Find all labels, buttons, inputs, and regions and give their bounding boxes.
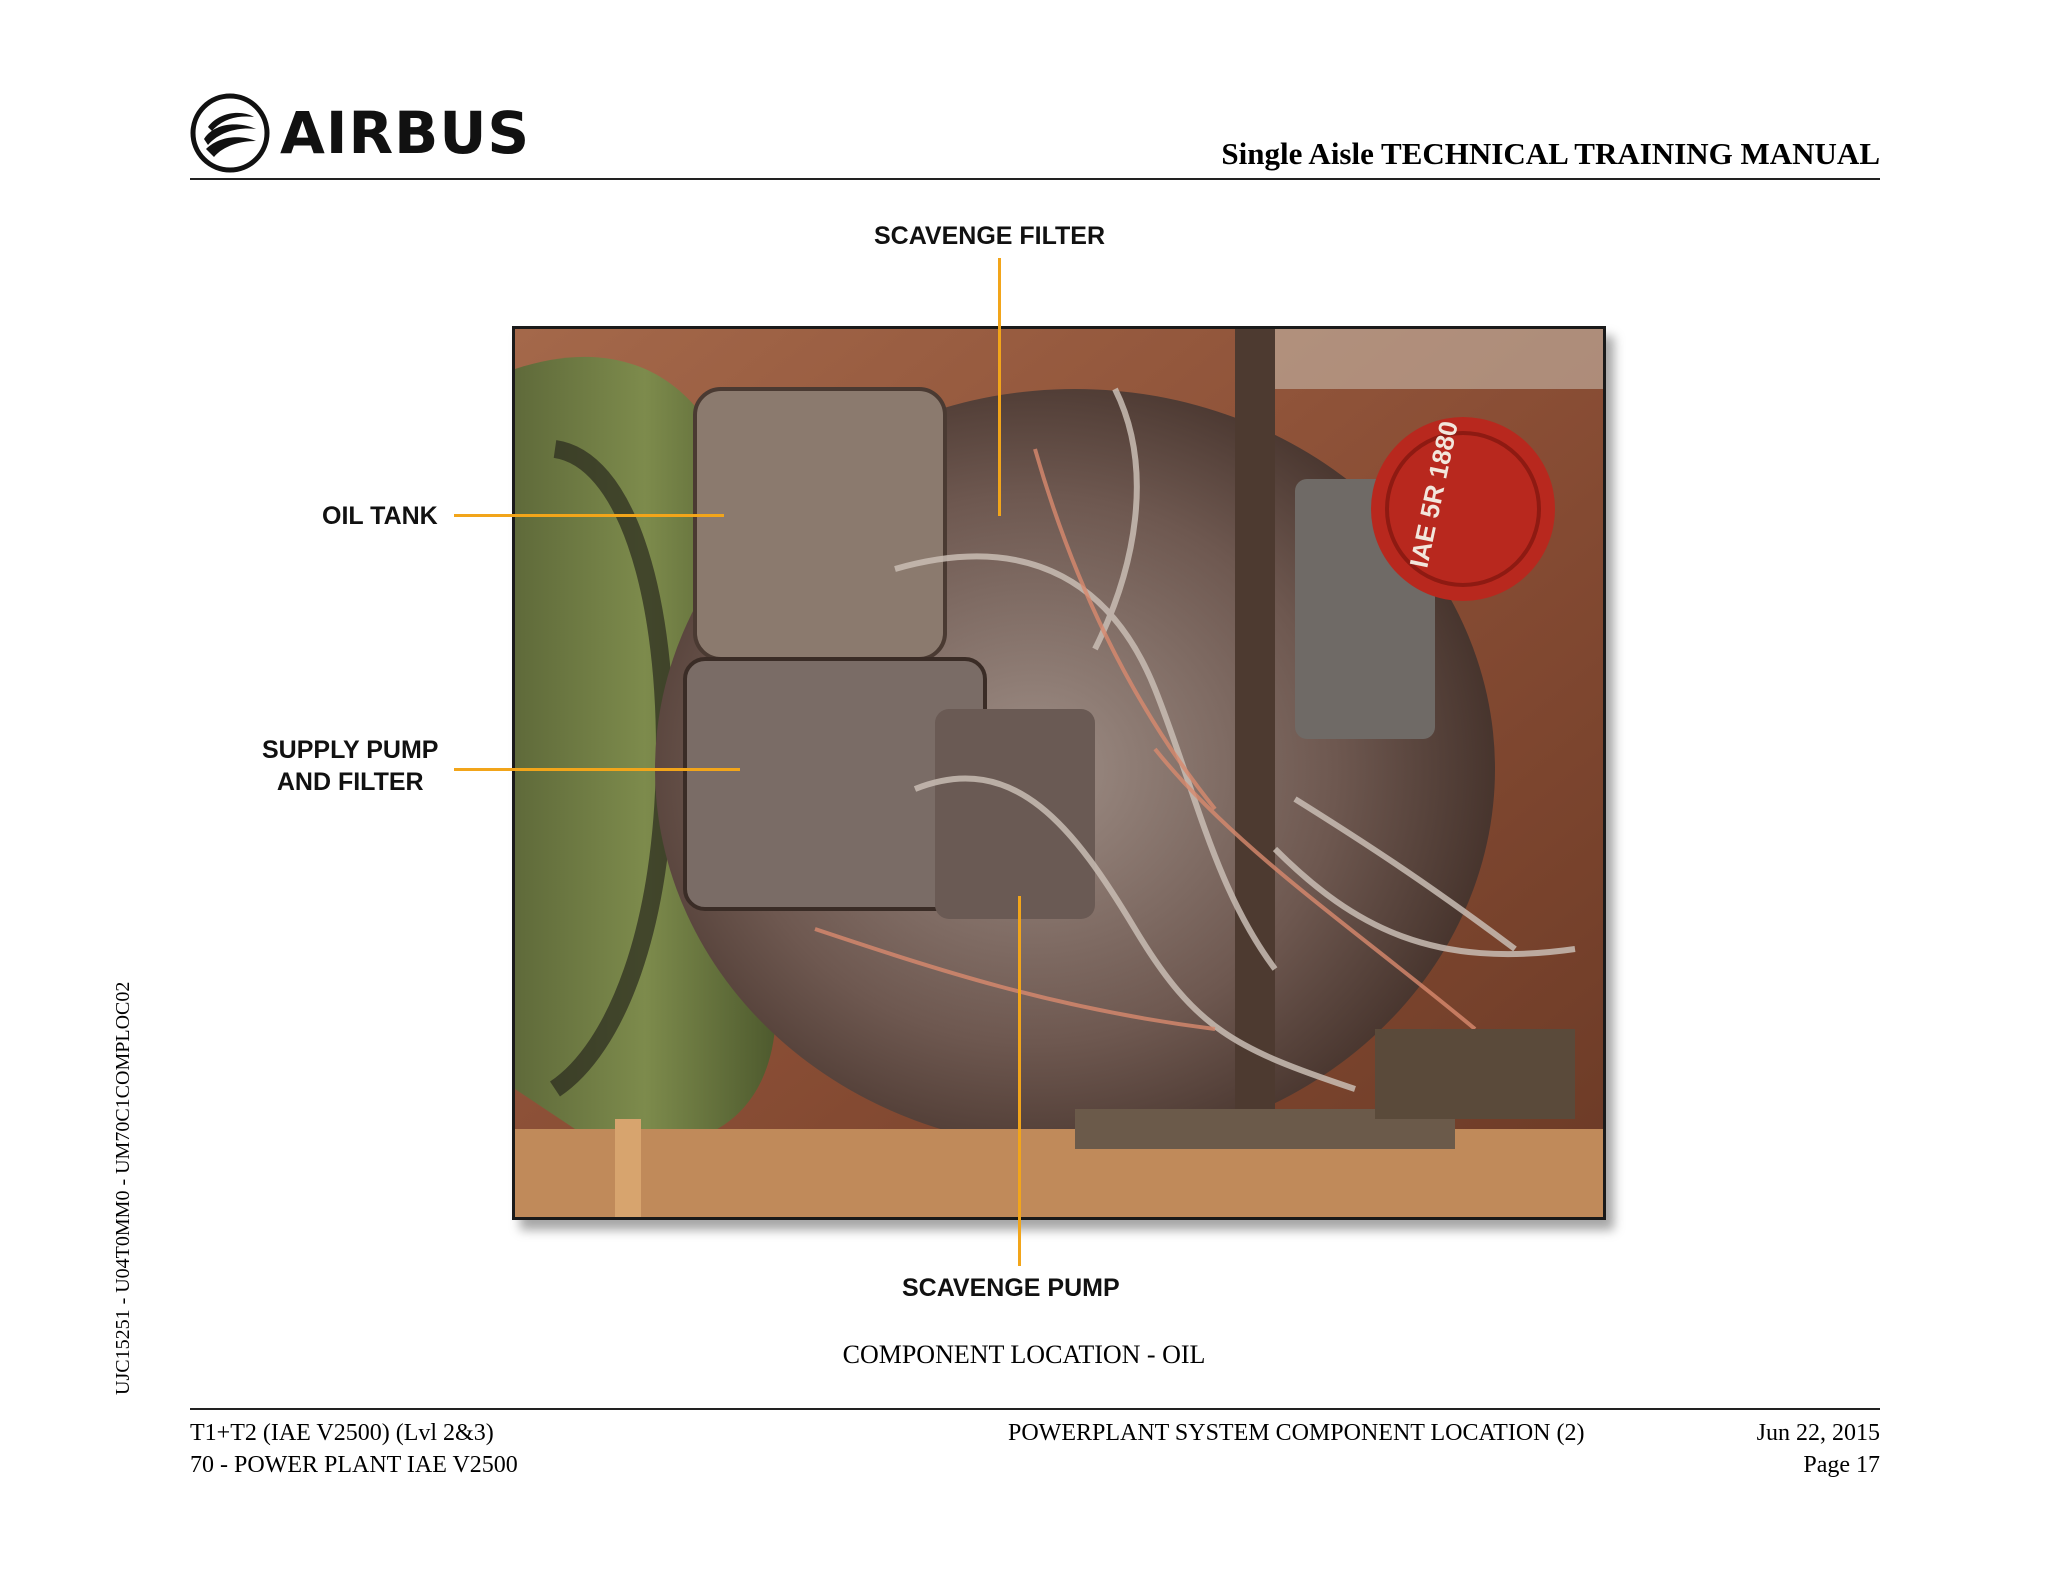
footer-page: Page 17 [1803, 1452, 1880, 1478]
manual-title: Single Aisle TECHNICAL TRAINING MANUAL [1221, 136, 1880, 171]
oil-tank-leader-line [454, 514, 724, 517]
engine-photo-illustration: IAE 5R 1880 [515, 329, 1603, 1217]
engine-photo: IAE 5R 1880 [512, 326, 1606, 1220]
airbus-logo-text: AIRBUS [280, 99, 531, 167]
supply-pump-leader-line [454, 768, 740, 771]
scavenge-filter-leader-line [998, 258, 1001, 516]
scavenge-pump-label: SCAVENGE PUMP [902, 1274, 1120, 1302]
scavenge-filter-label: SCAVENGE FILTER [874, 222, 1106, 250]
footer-rule [190, 1408, 1880, 1410]
footer-chapter: 70 - POWER PLANT IAE V2500 [190, 1452, 518, 1478]
document-code: UJC15251 - U04T0MM0 - UM70C1COMPLOC02 [112, 981, 134, 1395]
supply-pump-label-line1: SUPPLY PUMP [262, 736, 439, 764]
scavenge-pump-leader-line [1018, 896, 1021, 1266]
airbus-logo-icon [190, 93, 270, 173]
supply-pump-label: SUPPLY PUMP AND FILTER [262, 734, 438, 798]
header-rule [190, 178, 1880, 180]
oil-tank-label: OIL TANK [322, 502, 438, 530]
supply-pump-label-line2: AND FILTER [276, 768, 424, 796]
footer-section: POWERPLANT SYSTEM COMPONENT LOCATION (2) [1008, 1420, 1585, 1446]
footer-date: Jun 22, 2015 [1756, 1420, 1880, 1446]
figure-caption: COMPONENT LOCATION - OIL [842, 1340, 1206, 1369]
footer-course: T1+T2 (IAE V2500) (Lvl 2&3) [190, 1420, 494, 1446]
airbus-logo: AIRBUS [190, 92, 550, 174]
